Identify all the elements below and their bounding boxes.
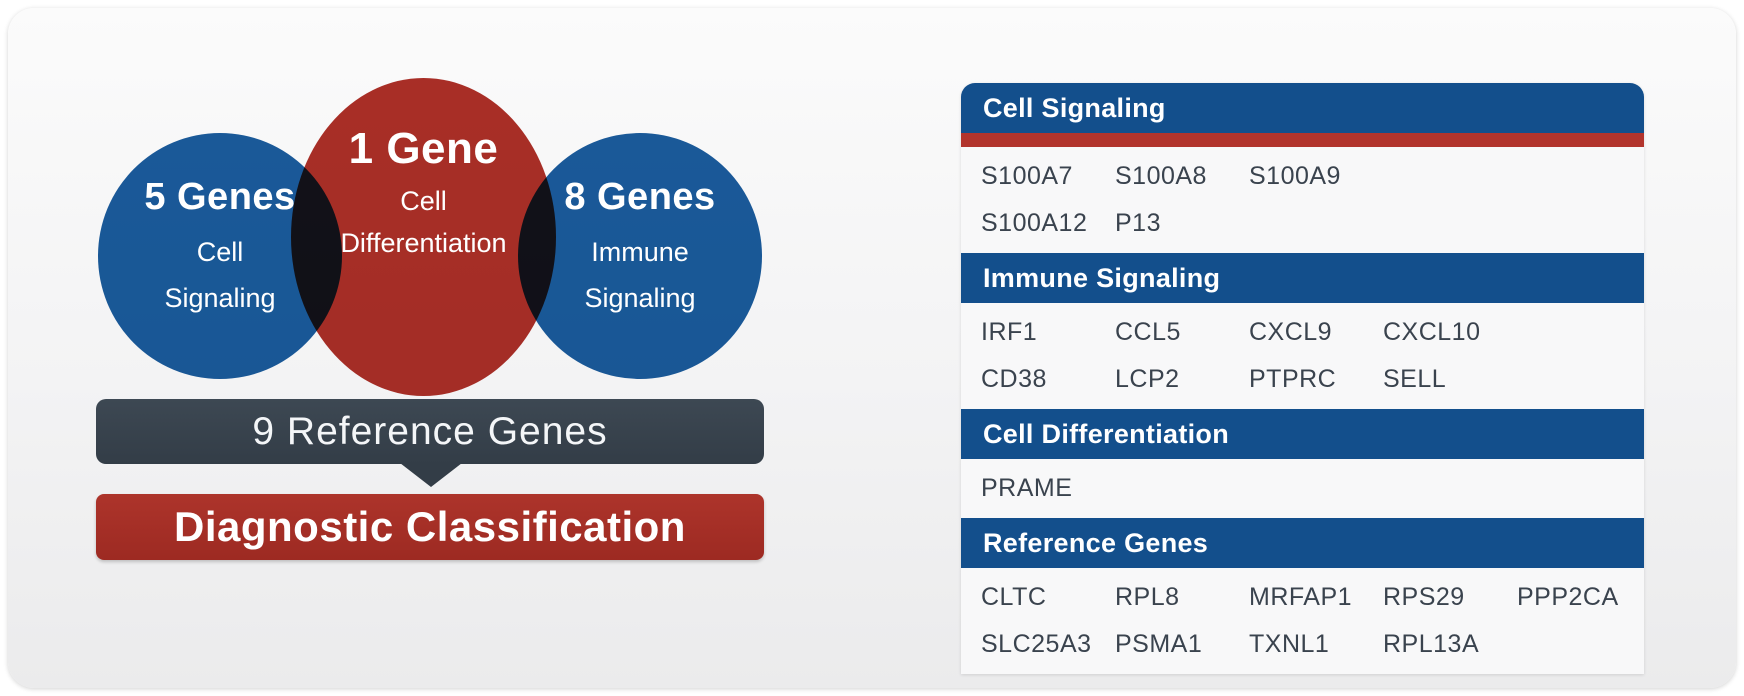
- section-title: Reference Genes: [983, 527, 1209, 558]
- section-title: Cell Signaling: [983, 92, 1166, 123]
- gene-name: RPS29: [1383, 583, 1465, 611]
- gene-name: P13: [1115, 209, 1161, 237]
- gene-name: PPP2CA: [1517, 583, 1619, 611]
- gene-row: CLTC RPL8 MRFAP1 RPS29 PPP2CA: [961, 574, 1644, 621]
- cell-signaling-circle-label: 5 Genes Cell Signaling: [98, 176, 342, 321]
- gene-row: CD38 LCP2 PTPRC SELL: [961, 356, 1644, 403]
- section-body: CLTC RPL8 MRFAP1 RPS29 PPP2CA SLC25A3 PSMA1 TXN…: [961, 568, 1644, 674]
- diagnostic-classification-banner-label: Diagnostic Classification: [174, 503, 686, 550]
- section-header: Immune Signaling: [961, 253, 1644, 303]
- gene-name: IRF1: [981, 318, 1038, 346]
- gene-name: TXNL1: [1249, 630, 1330, 658]
- section-body: PRAME: [961, 459, 1644, 518]
- category-line: Differentiation: [340, 228, 507, 258]
- gene-name: SELL: [1383, 365, 1447, 393]
- gene-name: CCL5: [1115, 318, 1181, 346]
- gene-name: PTPRC: [1249, 365, 1337, 393]
- category-line: Signaling: [584, 283, 696, 313]
- gene-name: S100A9: [1249, 162, 1341, 190]
- gene-name: MRFAP1: [1249, 583, 1353, 611]
- reference-genes-banner-label: 9 Reference Genes: [252, 409, 608, 453]
- gene-count-label: 5 Genes: [144, 176, 296, 218]
- section-header: Reference Genes: [961, 518, 1644, 568]
- gene-name: S100A7: [981, 162, 1073, 190]
- diagnostic-classification-banner: Diagnostic Classification: [96, 494, 764, 560]
- immune-signaling-circle: [518, 133, 762, 379]
- section-accent-bar: [961, 133, 1644, 147]
- section-header: Cell Differentiation: [961, 409, 1644, 459]
- gene-name: LCP2: [1115, 365, 1180, 393]
- gene-row: S100A7 S100A8 S100A9: [961, 153, 1644, 200]
- reference-genes-banner: 9 Reference Genes: [96, 399, 764, 464]
- section-title: Immune Signaling: [983, 262, 1221, 293]
- immune-signaling-circle-label: 8 Genes Immune Signaling: [518, 176, 762, 321]
- section-header: Cell Signaling: [961, 83, 1644, 133]
- gene-row: IRF1 CCL5 CXCL9 CXCL10: [961, 309, 1644, 356]
- gene-count-label: 8 Genes: [564, 176, 716, 218]
- section-title: Cell Differentiation: [983, 418, 1230, 449]
- category-line: Cell: [196, 237, 244, 267]
- gene-name: CXCL10: [1383, 318, 1481, 346]
- cell-differentiation-circle-label: 1 Gene Cell Differentiation: [291, 124, 556, 264]
- category-line: Signaling: [164, 283, 276, 313]
- category-line: Immune: [591, 237, 689, 267]
- gene-row: S100A12 P13: [961, 200, 1644, 247]
- gene-name: PSMA1: [1115, 630, 1203, 658]
- content-card: 5 Genes Cell Signaling 1 Gene Cell Diffe…: [8, 8, 1736, 688]
- gene-count-label: 1 Gene: [348, 124, 499, 173]
- down-arrow-icon: [400, 463, 462, 487]
- gene-name: RPL8: [1115, 583, 1180, 611]
- gene-name: CD38: [981, 365, 1047, 393]
- gene-row: PRAME: [961, 465, 1644, 512]
- category-line: Cell: [400, 186, 447, 216]
- cell-differentiation-circle: [291, 78, 556, 396]
- gene-name: CXCL9: [1249, 318, 1333, 346]
- gene-row: SLC25A3 PSMA1 TXNL1 RPL13A: [961, 621, 1644, 668]
- gene-name: SLC25A3: [981, 630, 1092, 658]
- gene-name: S100A8: [1115, 162, 1207, 190]
- gene-name: PRAME: [981, 474, 1073, 502]
- gene-name: CLTC: [981, 583, 1047, 611]
- gene-name: RPL13A: [1383, 630, 1480, 658]
- gene-name: S100A12: [981, 209, 1088, 237]
